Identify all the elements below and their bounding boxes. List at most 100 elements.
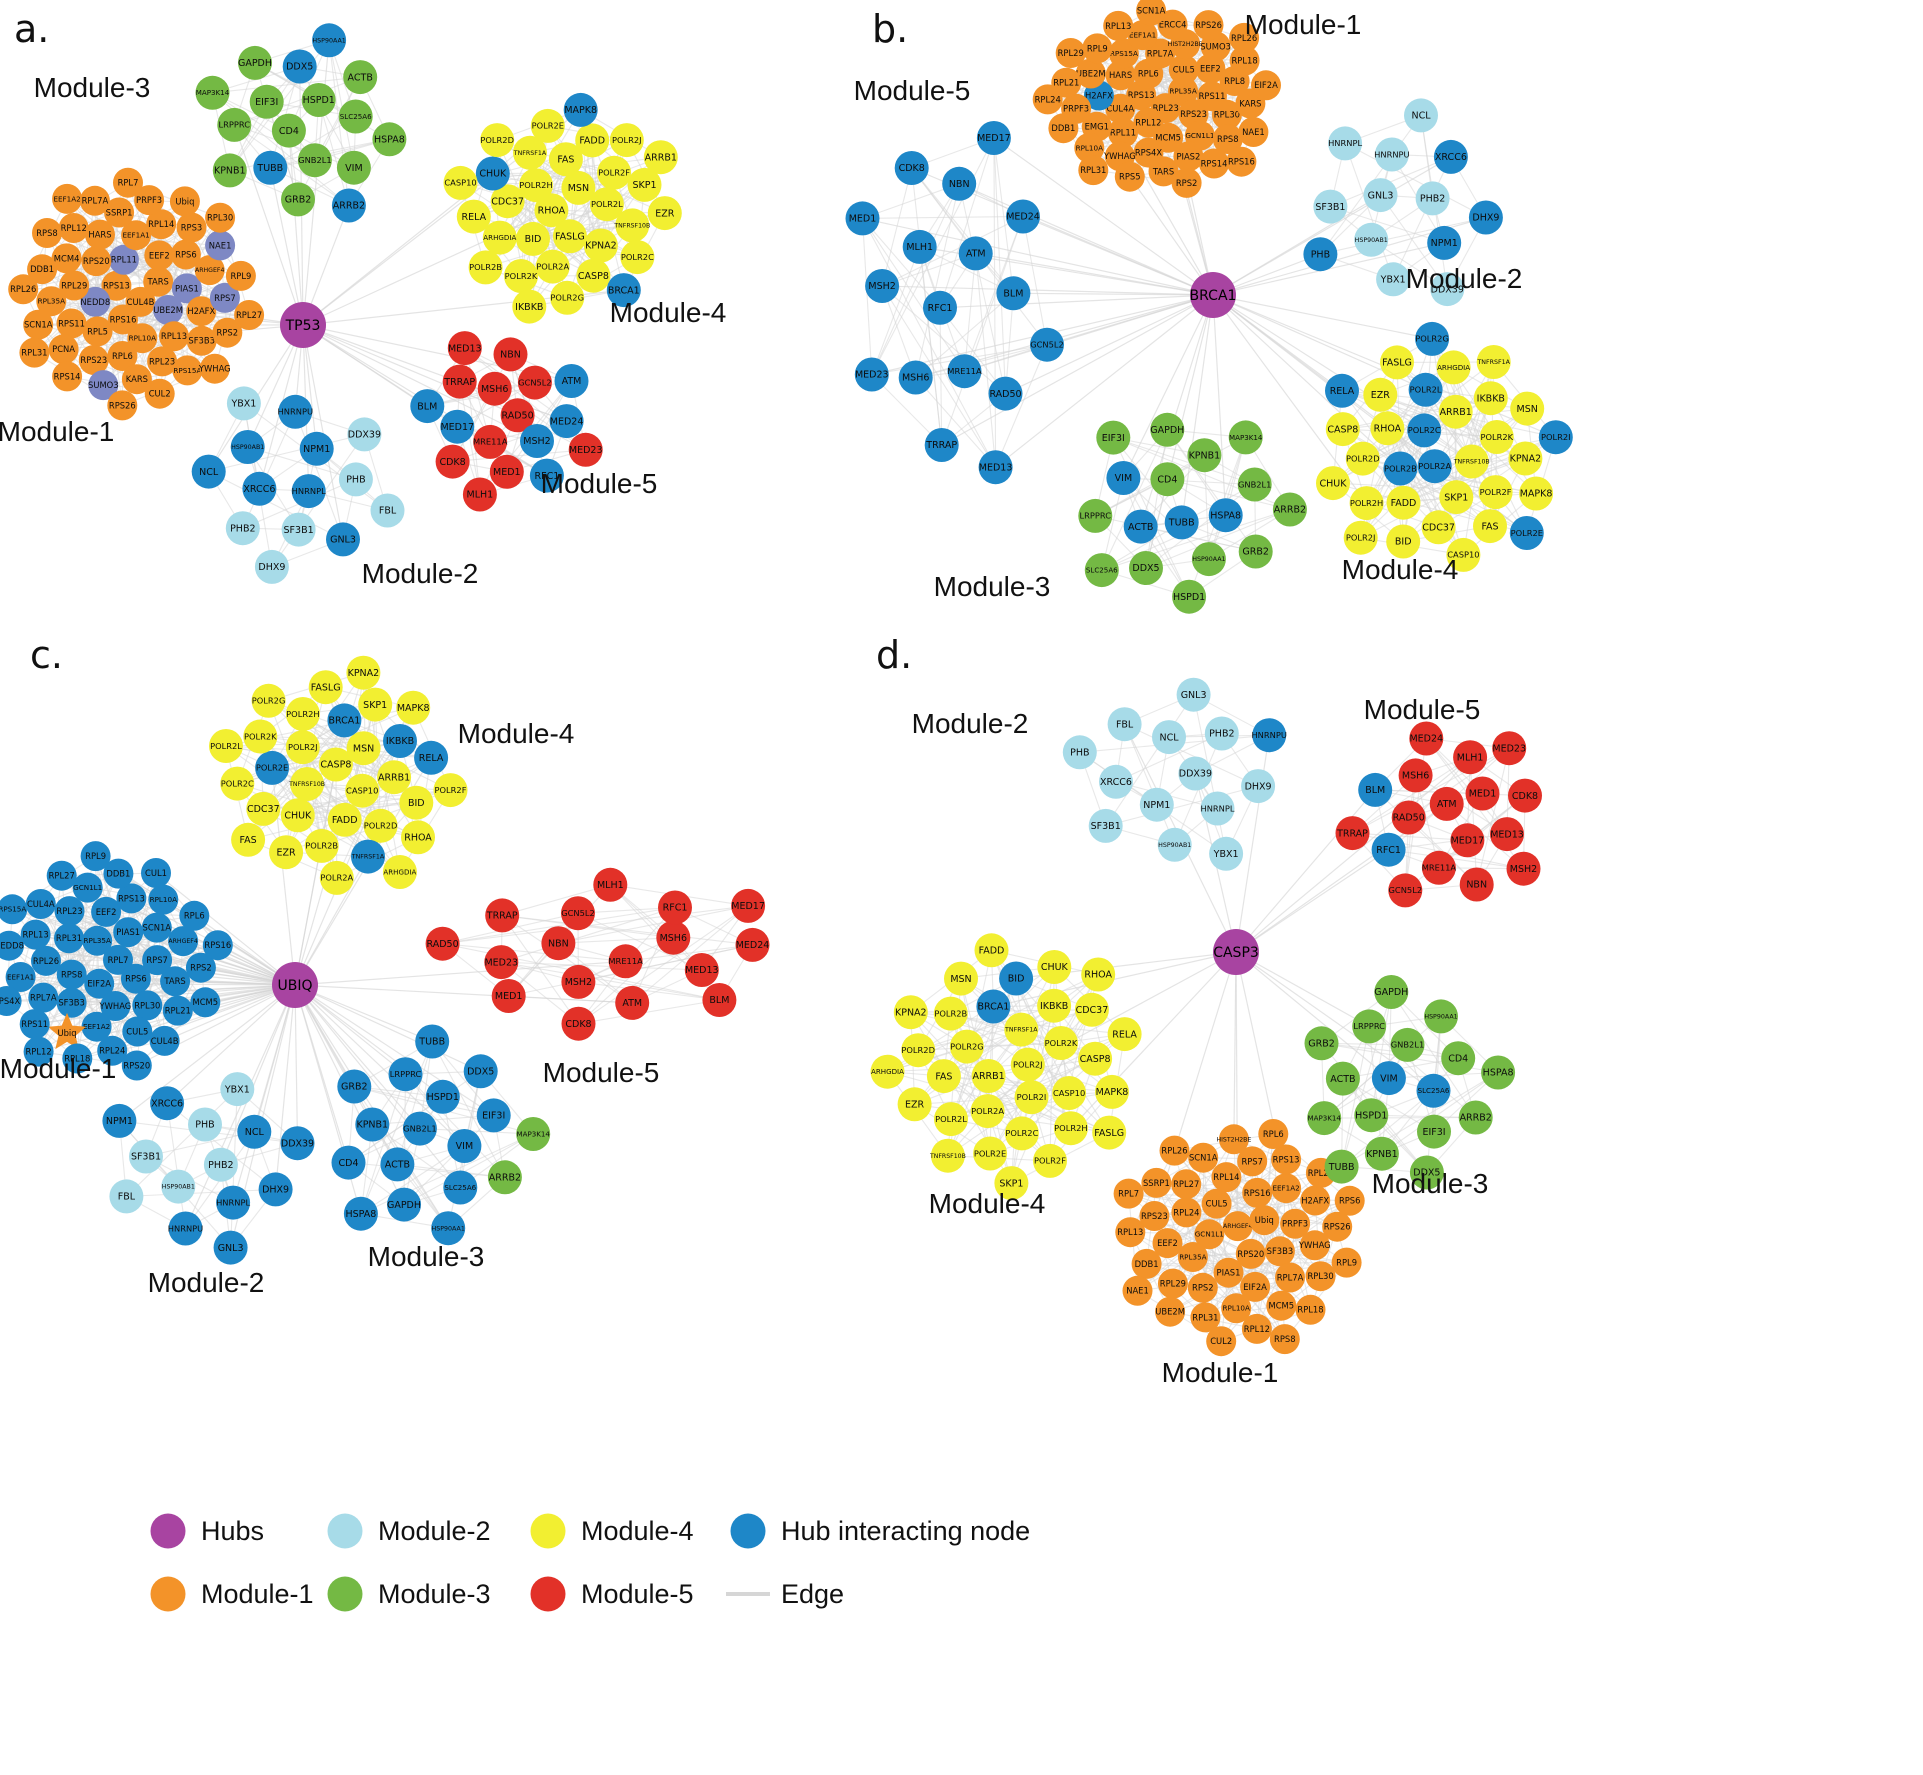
network-node[interactable]: NCL [237,1114,272,1149]
network-node[interactable]: RFC1 [529,458,564,493]
network-node[interactable]: KPNA2 [346,655,381,690]
network-node[interactable]: POLR2A [1417,449,1452,484]
network-node[interactable]: YWHAG [1298,1230,1331,1261]
network-node[interactable]: CASP10 [1052,1076,1087,1110]
network-node[interactable]: LRPPRC [217,107,252,142]
network-node[interactable]: RELA [1325,373,1359,408]
network-node[interactable]: ATM [615,985,650,1020]
network-node[interactable]: MRE11A [1422,850,1457,885]
network-node[interactable]: HNRNPL [216,1185,250,1220]
network-node[interactable]: RPL10A [127,323,158,354]
network-node[interactable]: POLR2G [949,1029,984,1064]
network-node[interactable]: RPS6 [120,963,151,994]
network-node[interactable]: MED17 [440,409,475,444]
network-node[interactable]: RPS26 [1193,10,1224,41]
network-node[interactable]: POLR2L [209,729,243,763]
network-node[interactable]: IKBKB [512,289,547,324]
network-node[interactable]: DDX39 [1430,272,1465,307]
network-node[interactable]: RPL26 [8,274,39,305]
network-node[interactable]: CASP10 [443,165,478,200]
network-node[interactable]: CUL5 [1168,54,1199,85]
network-node[interactable]: RPS15A [1108,38,1139,69]
network-node[interactable]: CUL4A [1105,93,1136,124]
network-node[interactable]: RPS11 [56,308,87,339]
network-node[interactable]: MRE11A [473,424,508,459]
network-node[interactable]: YWHAG [198,353,231,384]
network-node[interactable]: TNFRSF10B [929,1138,966,1173]
network-node[interactable]: TRRAP [924,428,959,462]
network-node[interactable]: NCL [191,454,226,489]
network-node[interactable]: EZR [897,1087,932,1122]
network-node[interactable]: RPS26 [107,390,138,421]
network-node[interactable]: YBX1 [1376,262,1411,297]
network-node[interactable]: ARRB2 [1272,492,1307,527]
network-node[interactable]: RPL10A [1074,132,1105,163]
network-node[interactable]: RPL21 [162,995,193,1026]
network-node[interactable]: RELA [1107,1017,1142,1052]
network-node[interactable]: GNL3 [1363,178,1398,213]
network-node[interactable]: YWHAG [99,991,132,1021]
network-node[interactable]: DDX39 [280,1126,315,1161]
network-node[interactable]: EIF3I [1096,420,1131,455]
network-node[interactable]: TNFRSF10B [613,208,650,243]
network-node[interactable]: TUBB [1324,1149,1359,1184]
network-node[interactable]: DHX9 [258,1172,293,1207]
network-node[interactable]: RPL13 [159,321,189,352]
network-node[interactable]: NBN [541,926,576,961]
network-node[interactable]: FAS [926,1059,961,1094]
network-node[interactable]: LRPPRC [388,1057,423,1092]
network-node[interactable]: ACTB [343,60,378,95]
network-node[interactable]: NPM1 [1139,787,1174,822]
network-node[interactable]: DDB1 [1131,1248,1162,1279]
network-node[interactable]: DHX9 [1241,769,1276,804]
network-node[interactable]: RPL7A [28,982,59,1013]
network-node[interactable]: POLR2D [363,808,398,843]
network-node[interactable]: EZR [647,196,682,231]
network-node[interactable]: POLR2C [620,240,655,275]
network-node[interactable]: ATM [1429,786,1464,821]
network-node[interactable]: PHB2 [1204,716,1239,751]
network-node[interactable]: SCN1A [23,309,54,340]
network-node[interactable]: RPL7 [113,167,143,198]
network-node[interactable]: XRCC6 [150,1086,185,1121]
network-node[interactable]: MLH1 [462,477,497,512]
network-node[interactable]: RPL35A [1168,76,1199,107]
network-node[interactable]: TUBB [415,1024,450,1059]
network-node[interactable]: EEF2 [1152,1228,1183,1259]
network-node[interactable]: CD4 [271,113,306,148]
network-node[interactable]: POLR2K [243,719,278,754]
network-node[interactable]: SCN1A [1188,1142,1219,1173]
network-node[interactable]: PHB2 [203,1147,238,1182]
network-node[interactable]: POLR2J [1010,1047,1045,1082]
network-node[interactable]: KPNB1 [1187,438,1222,473]
network-node[interactable]: ATM [958,236,993,271]
network-node[interactable]: ARHGDIA [870,1054,905,1089]
network-node[interactable]: RPL5 [82,316,113,347]
network-node[interactable]: RPS4X [0,986,22,1016]
network-node[interactable]: BRCA1 [327,703,362,738]
network-node[interactable]: RELA [414,740,449,775]
network-node[interactable]: HSP90AB1 [230,430,265,464]
network-node[interactable]: RPS16 [108,304,138,335]
network-node[interactable]: TRRAP [442,364,477,399]
network-node[interactable]: RHOA [1081,957,1116,992]
network-node[interactable]: TNFRSF1A [1476,345,1511,379]
network-node[interactable]: RPL35A [82,925,113,956]
network-node[interactable]: IKBKB [1473,381,1508,416]
network-node[interactable]: FADD [1386,485,1421,520]
network-node[interactable]: RPL18 [1229,45,1260,76]
network-node[interactable]: HNRNPU [168,1211,204,1246]
network-node[interactable]: RPL9 [1331,1247,1362,1278]
network-node[interactable]: CDC37 [490,184,525,219]
network-node[interactable]: GNL3 [326,522,360,557]
network-node[interactable]: POLR2E [530,108,565,143]
network-node[interactable]: MSH2 [561,964,596,999]
network-node[interactable]: MED23 [1492,731,1527,766]
network-node[interactable]: EIF3I [1417,1114,1451,1149]
network-node[interactable]: POLR2H [1349,486,1384,521]
network-node[interactable]: MED1 [491,979,526,1013]
network-node[interactable]: CUL5 [1201,1188,1232,1219]
network-node[interactable]: RPS15A [172,355,203,386]
network-node[interactable]: POLR2C [1004,1116,1039,1151]
network-node[interactable]: GAPDH [1374,975,1408,1009]
